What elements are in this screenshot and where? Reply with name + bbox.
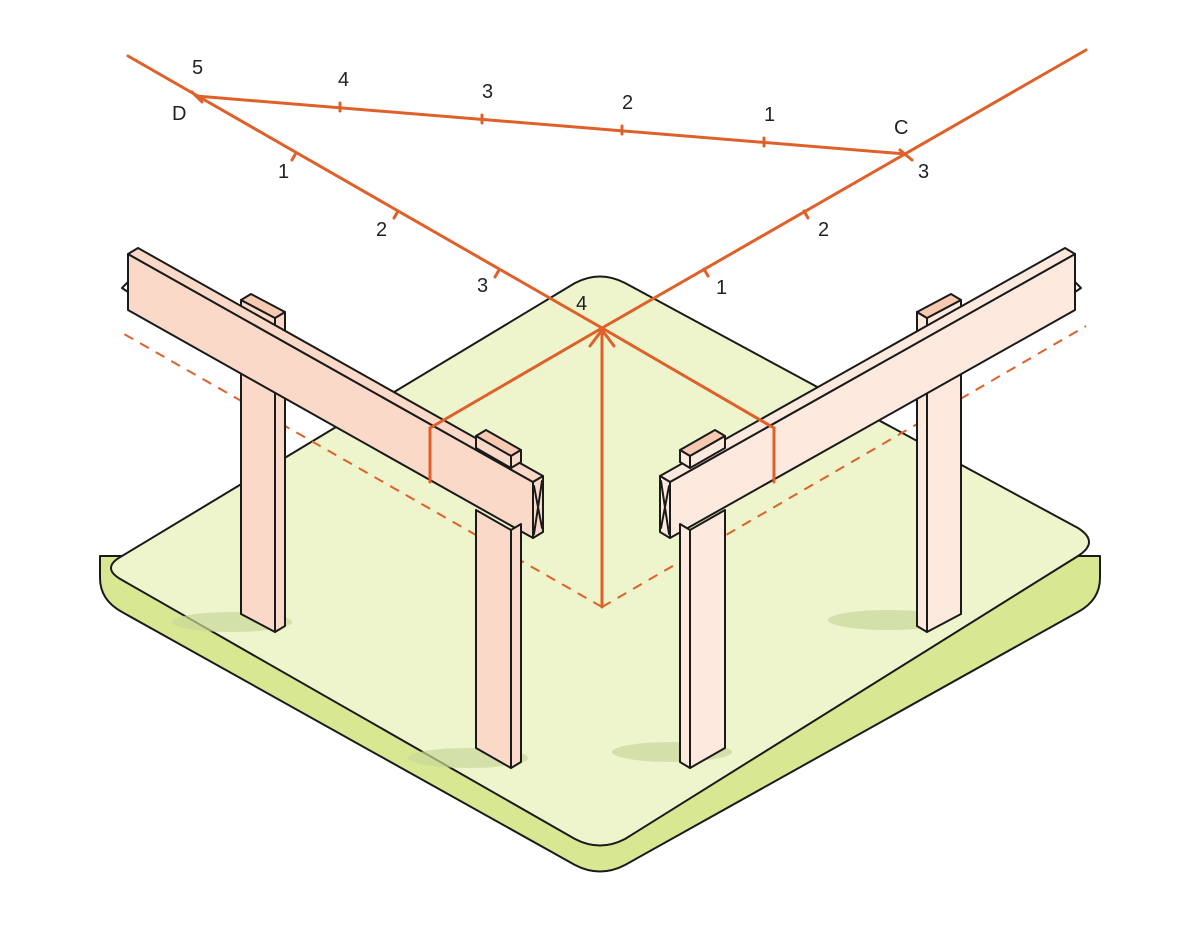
beam-end-grain-mark xyxy=(533,480,543,535)
tick-mark xyxy=(290,151,298,162)
front-left-post xyxy=(475,429,522,769)
post-top-side xyxy=(510,449,522,469)
label-point-c-count: 3 xyxy=(918,161,929,183)
post-top-side xyxy=(679,449,691,469)
string-line-left xyxy=(126,54,604,330)
ground-line-left xyxy=(123,333,603,608)
plumb-arrowhead xyxy=(588,327,616,348)
tick-mark xyxy=(802,209,810,220)
label-corner-count: 4 xyxy=(576,293,587,315)
beam-break-mark xyxy=(1074,281,1082,293)
front-right-post xyxy=(679,429,726,769)
post-side-face xyxy=(510,523,522,769)
label-right-tick: 2 xyxy=(818,219,829,241)
label-left-tick: 2 xyxy=(376,219,387,241)
beam-break-mark xyxy=(121,281,129,293)
post-top-face xyxy=(916,293,962,319)
label-dc-tick: 4 xyxy=(338,69,349,91)
post-side-face xyxy=(679,523,691,769)
post-front-face xyxy=(475,509,512,769)
tick-mark xyxy=(493,268,501,279)
label-right-tick: 1 xyxy=(716,277,727,299)
label-point-d: D xyxy=(172,103,186,125)
label-dc-tick: 3 xyxy=(482,81,493,103)
label-left-tick: 1 xyxy=(278,161,289,183)
post-top-face xyxy=(240,293,286,319)
label-left-tick: 3 xyxy=(477,275,488,297)
string-line-right xyxy=(600,48,1088,330)
tick-mark xyxy=(702,267,710,278)
diagonal-line-dc xyxy=(194,94,908,156)
layout-lines xyxy=(126,48,1088,609)
post-front-face xyxy=(689,509,726,769)
point-c-cross xyxy=(898,148,914,162)
beam-end-grain-mark xyxy=(660,480,670,535)
label-point-c: C xyxy=(894,117,908,139)
tick-mark xyxy=(392,209,400,220)
label-dc-tick: 2 xyxy=(622,92,633,114)
corner-to-right-beam xyxy=(600,326,776,430)
point-d-cross xyxy=(190,90,204,104)
label-dc-tick: 1 xyxy=(764,104,775,126)
corner-to-left-beam xyxy=(428,326,604,430)
label-point-d-count: 5 xyxy=(192,57,203,79)
diagram-labels: 5 D C 3 4 4 3 2 1 1 2 3 2 1 xyxy=(172,57,929,315)
